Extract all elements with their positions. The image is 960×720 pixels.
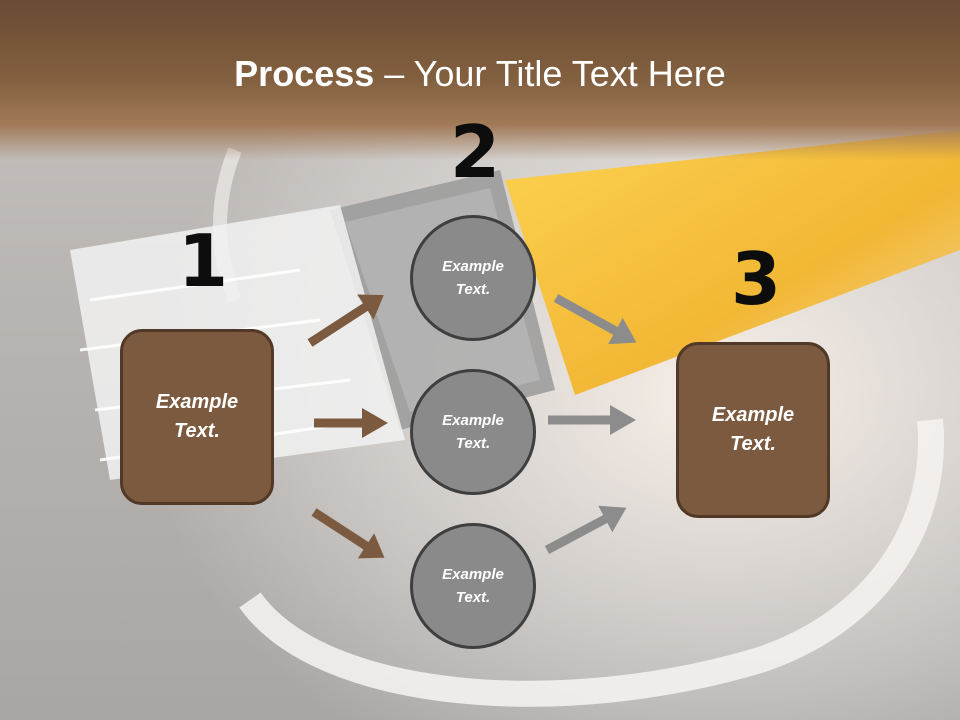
- end-box-text: Example Text.: [712, 401, 794, 459]
- circle-bottom-line2: Text.: [455, 589, 491, 606]
- title-rest: – Your Title Text Here: [374, 53, 726, 94]
- circle-bottom-text: Example Text.: [442, 563, 504, 609]
- circle-top-line1: Example: [442, 258, 504, 275]
- middle-circle-top: Example Text.: [410, 215, 536, 341]
- step-number-1: 1: [178, 219, 229, 303]
- gray-arrow-up-icon: [544, 505, 627, 554]
- slide-title: Process – Your Title Text Here: [0, 52, 960, 96]
- start-box: Example Text.: [120, 329, 274, 505]
- start-box-text: Example Text.: [156, 388, 238, 446]
- circle-center-text: Example Text.: [442, 409, 504, 455]
- circle-top-line2: Text.: [455, 281, 491, 298]
- brown-arrow-up-icon: [307, 294, 384, 347]
- gray-arrow-down-icon: [553, 294, 637, 345]
- end-box-line1: Example: [711, 404, 795, 426]
- end-box: Example Text.: [676, 342, 830, 518]
- gray-arrow-right-icon: [548, 405, 636, 435]
- title-bold-word: Process: [234, 53, 375, 94]
- title-band: [0, 0, 960, 160]
- middle-circle-center: Example Text.: [410, 369, 536, 495]
- step-number-3: 3: [731, 237, 782, 321]
- brown-arrow-down-icon: [311, 508, 385, 559]
- middle-circle-bottom: Example Text.: [410, 523, 536, 649]
- circle-center-line2: Text.: [455, 435, 491, 452]
- start-box-line2: Text.: [174, 420, 220, 442]
- start-box-line1: Example: [155, 391, 239, 413]
- circle-bottom-line1: Example: [442, 566, 504, 583]
- circle-center-line1: Example: [442, 412, 504, 429]
- circle-top-text: Example Text.: [442, 255, 504, 301]
- step-number-2: 2: [450, 110, 501, 194]
- brown-arrow-right-icon: [314, 408, 388, 438]
- end-box-line2: Text.: [730, 433, 776, 455]
